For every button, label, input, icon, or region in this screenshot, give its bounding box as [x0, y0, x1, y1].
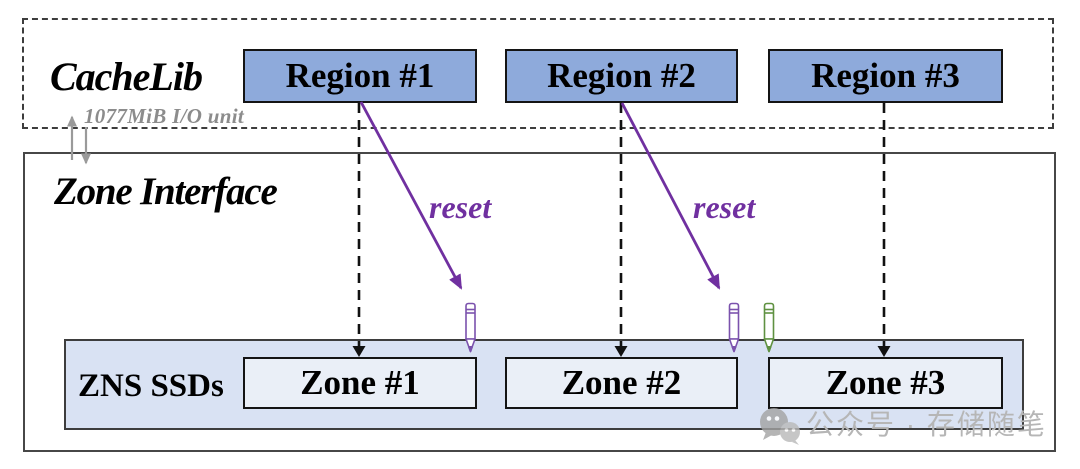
zns-ssds-title: ZNS SSDs [78, 368, 224, 404]
watermark-text: 公众号 · 存储随笔 [806, 409, 1047, 440]
zone-box-3: Zone #3 [768, 357, 1003, 409]
zone-box-1: Zone #1 [243, 357, 477, 409]
zone-box-2: Zone #2 [505, 357, 738, 409]
io-unit-label: 1077MiB I/O unit [84, 104, 245, 128]
zone-2-label: Zone #2 [561, 363, 682, 402]
zone-1-label: Zone #1 [300, 363, 420, 402]
region-1-label: Region #1 [285, 56, 435, 95]
region-box-3: Region #3 [768, 49, 1003, 103]
zone-interface-title: Zone Interface [54, 170, 278, 213]
cachelib-layer-title: CacheLib [50, 54, 203, 99]
region-box-1: Region #1 [243, 49, 477, 103]
region-box-2: Region #2 [505, 49, 738, 103]
region-3-label: Region #3 [811, 56, 960, 95]
reset-label-2: reset [693, 189, 756, 225]
zone-3-label: Zone #3 [825, 363, 946, 402]
reset-label-1: reset [429, 189, 492, 225]
region-2-label: Region #2 [547, 56, 696, 95]
